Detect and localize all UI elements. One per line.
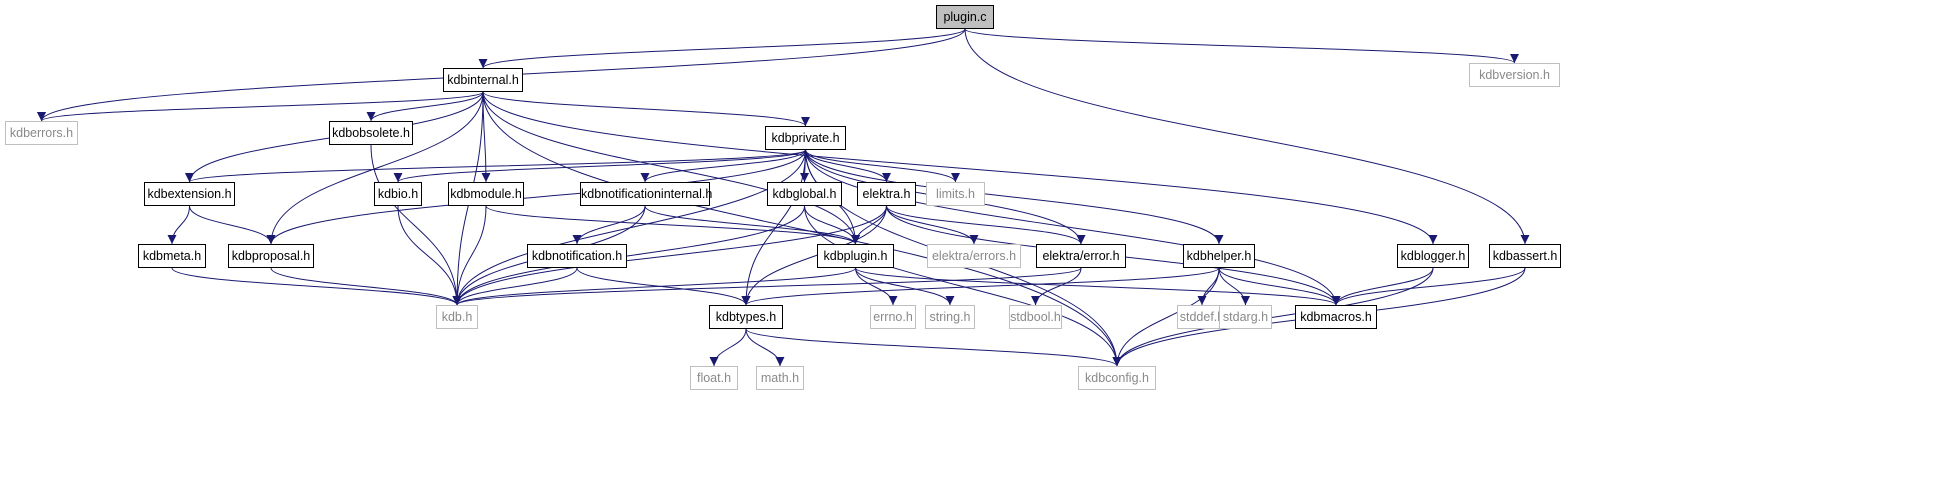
- edge-kdbinternal_h-to-kdbobsolete_h: [366, 91, 484, 122]
- node-kdbio-h[interactable]: kdbio.h: [374, 182, 422, 206]
- node-kdbmeta-h[interactable]: kdbmeta.h: [138, 244, 206, 268]
- edge-kdbglobal_h-to-kdbconfig_h: [804, 205, 1122, 367]
- edge-kdbinternal_h-to-kdbplugin_h: [482, 91, 860, 245]
- edge-kdbproposal_h-to-kdb_h: [270, 267, 462, 306]
- node-stddef-h: stddef.h: [1177, 305, 1227, 329]
- node-kdb-h: kdb.h: [436, 305, 478, 329]
- edge-kdbprivate_h-to-elektra_h: [805, 149, 891, 183]
- edge-kdbplugin_h-to-errno_h: [855, 267, 898, 306]
- edge-kdbobsolete_h-to-kdb_h: [370, 144, 462, 306]
- node-kdbinternal-h[interactable]: kdbinternal.h: [443, 68, 523, 92]
- edge-kdbinternal_h-to-kdbconfig_h: [482, 91, 1122, 367]
- node-float-h: float.h: [690, 366, 738, 390]
- edge-elektra_h-to-kdb_h: [452, 205, 887, 306]
- edge-kdbprivate_h-to-kdbhelper_h: [805, 149, 1224, 245]
- edge-kdbextension_h-to-kdbmeta_h: [167, 205, 190, 245]
- node-kdbassert-h[interactable]: kdbassert.h: [1489, 244, 1561, 268]
- edge-kdbinternal_h-to-kdblogger_h: [482, 91, 1438, 245]
- edge-kdbtypes_h-to-math_h: [745, 328, 785, 367]
- edge-kdbprivate_h-to-kdbnotificationinternal_h: [640, 149, 806, 183]
- node-kdbextension-h[interactable]: kdbextension.h: [144, 182, 235, 206]
- edge-kdbprivate_h-to-limits_h: [805, 149, 960, 183]
- edge-kdbtypes_h-to-kdbconfig_h: [745, 328, 1122, 367]
- edge-kdbio_h-to-kdb_h: [397, 205, 462, 306]
- edge-kdbprivate_h-to-kdbextension_h: [185, 149, 806, 183]
- node-errno-h: errno.h: [870, 305, 916, 329]
- edge-kdbnotificationinternal_h-to-kdbplugin_h: [644, 205, 860, 245]
- node-kdbtypes-h[interactable]: kdbtypes.h: [709, 305, 783, 329]
- edge-kdbglobal_h-to-kdb_h: [452, 205, 805, 306]
- edge-plugin_c-to-kdbinternal_h: [478, 28, 966, 69]
- edge-kdbmeta_h-to-kdb_h: [171, 267, 462, 306]
- edge-kdbmodule_h-to-kdb_h: [452, 205, 487, 306]
- edge-kdbinternal_h-to-kdbprivate_h: [482, 91, 810, 127]
- edge-kdbnotification_h-to-kdb_h: [452, 267, 578, 306]
- node-limits-h: limits.h: [926, 182, 985, 206]
- edge-plugin_c-to-kdbversion_h: [964, 28, 1519, 64]
- node-kdbobsolete-h[interactable]: kdbobsolete.h: [329, 121, 413, 145]
- edge-elektra_h-to-kdbtypes_h: [741, 205, 887, 306]
- node-kdbproposal-h[interactable]: kdbproposal.h: [228, 244, 314, 268]
- edge-kdblogger_h-to-kdbmacros_h: [1331, 267, 1434, 306]
- edge-plugin_c-to-kdbassert_h: [964, 28, 1530, 245]
- edge-elektra_h-to-elektra_errors_h: [886, 205, 979, 245]
- edge-kdbassert_h-to-kdbmacros_h: [1331, 267, 1526, 306]
- edge-elektra_error_h-to-kdb_h: [452, 267, 1082, 306]
- edge-kdbprivate_h-to-kdb_h: [452, 149, 806, 306]
- node-kdberrors-h: kdberrors.h: [5, 121, 78, 145]
- node-elektra-h[interactable]: elektra.h: [857, 182, 916, 206]
- node-plugin-c: plugin.c: [936, 5, 994, 29]
- node-kdbnotificationinternal-h[interactable]: kdbnotificationinternal.h: [580, 182, 712, 206]
- edge-kdbprivate_h-to-kdbio_h: [393, 149, 806, 183]
- edge-kdbhelper_h-to-kdbmacros_h: [1218, 267, 1341, 306]
- node-kdbplugin-h[interactable]: kdbplugin.h: [817, 244, 894, 268]
- node-kdbhelper-h[interactable]: kdbhelper.h: [1183, 244, 1255, 268]
- edge-elektra_error_h-to-stdbool_h: [1031, 267, 1082, 306]
- node-elektra-errors-h: elektra/errors.h: [927, 244, 1021, 268]
- edge-kdbplugin_h-to-kdb_h: [452, 267, 856, 306]
- node-kdbconfig-h: kdbconfig.h: [1078, 366, 1156, 390]
- node-math-h: math.h: [756, 366, 804, 390]
- node-elektra-error-h[interactable]: elektra/error.h: [1036, 244, 1126, 268]
- node-string-h: string.h: [925, 305, 975, 329]
- node-stdarg-h: stdarg.h: [1219, 305, 1272, 329]
- edge-elektra_h-to-elektra_error_h: [886, 205, 1086, 245]
- node-kdbversion-h: kdbversion.h: [1469, 63, 1560, 87]
- edge-kdbhelper_h-to-stdarg_h: [1218, 267, 1250, 306]
- node-kdbnotification-h[interactable]: kdbnotification.h: [527, 244, 627, 268]
- edge-kdbplugin_h-to-string_h: [855, 267, 955, 306]
- edge-kdbmodule_h-to-kdbplugin_h: [485, 205, 860, 245]
- node-kdbglobal-h[interactable]: kdbglobal.h: [767, 182, 842, 206]
- edge-kdblogger_h-to-kdbconfig_h: [1112, 267, 1434, 367]
- edge-kdbhelper_h-to-kdbtypes_h: [741, 267, 1220, 306]
- node-kdbmacros-h[interactable]: kdbmacros.h: [1295, 305, 1377, 329]
- edge-kdbprivate_h-to-kdbmacros_h: [805, 149, 1341, 306]
- edge-kdbprivate_h-to-kdbproposal_h: [266, 149, 806, 245]
- edge-kdbhelper_h-to-kdbconfig_h: [1112, 267, 1220, 367]
- edge-kdbplugin_h-to-kdbmacros_h: [855, 267, 1341, 306]
- edge-kdbinternal_h-to-kdbproposal_h: [266, 91, 484, 245]
- node-stdbool-h: stdbool.h: [1009, 305, 1062, 329]
- node-kdbprivate-h[interactable]: kdbprivate.h: [765, 126, 846, 150]
- edge-kdbtypes_h-to-float_h: [709, 328, 747, 367]
- edge-kdbinternal_h-to-kdberrors_h: [37, 91, 484, 122]
- edge-kdbnotificationinternal_h-to-kdbnotification_h: [572, 205, 646, 245]
- edge-kdbextension_h-to-kdbproposal_h: [189, 205, 276, 245]
- node-kdblogger-h[interactable]: kdblogger.h: [1397, 244, 1469, 268]
- node-kdbmodule-h[interactable]: kdbmodule.h: [448, 182, 524, 206]
